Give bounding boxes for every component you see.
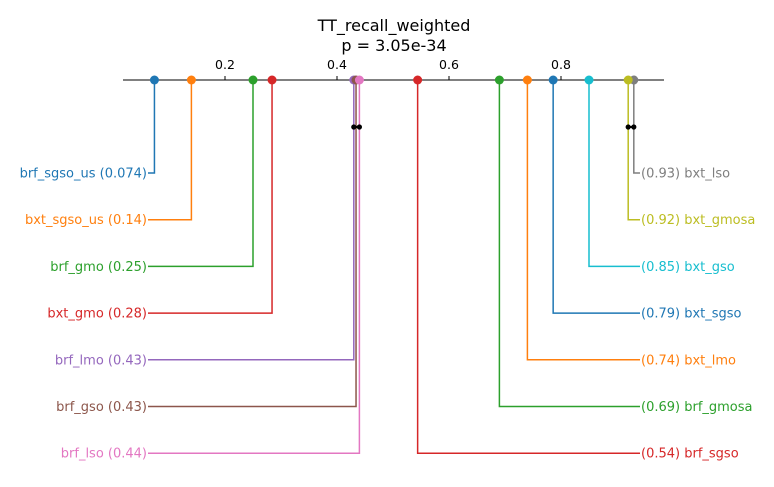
data-point: [248, 75, 258, 85]
clique-bars: [351, 124, 637, 130]
series-points: [149, 75, 639, 85]
data-point: [149, 75, 159, 85]
data-point: [623, 75, 633, 85]
connector-line: [148, 80, 357, 408]
connector-line: [148, 80, 193, 221]
series-label: (0.92) bxt_gmosa: [641, 213, 755, 228]
chart-title: TT_recall_weighted: [317, 16, 471, 36]
data-point: [186, 75, 196, 85]
clique-end: [356, 124, 362, 130]
data-point: [267, 75, 277, 85]
data-point: [354, 75, 364, 85]
clique-end: [625, 124, 631, 130]
series-labels: brf_sgso_us (0.074) bxt_sgso_us (0.14) brf…: [20, 167, 756, 462]
axis-ticks: 0.2 0.4 0.6 0.8: [215, 57, 571, 80]
series-label: brf_gmo (0.25): [50, 260, 147, 275]
connector-line: [148, 80, 355, 361]
clique-end: [631, 124, 637, 130]
chart-subtitle: p = 3.05e-34: [341, 36, 446, 55]
series-label: bxt_gmo (0.28): [47, 307, 147, 322]
connector-line: [148, 80, 254, 268]
connector-line: [526, 80, 640, 361]
axis-tick-label: 0.8: [551, 57, 571, 72]
connector-line: [633, 80, 640, 174]
connector-line: [148, 80, 361, 454]
connector-line: [498, 80, 640, 408]
series-label: (0.79) bxt_sgso: [641, 307, 742, 322]
data-point: [548, 75, 558, 85]
connector-line: [148, 80, 273, 314]
connector-line: [416, 80, 640, 454]
series-label: brf_lso (0.44): [61, 447, 147, 462]
series-label: (0.54) brf_sgso: [641, 447, 739, 462]
series-label: (0.85) bxt_gso: [641, 260, 735, 275]
series-label: brf_sgso_us (0.074): [20, 167, 147, 182]
connector-line: [552, 80, 640, 314]
series-label: (0.74) bxt_lmo: [641, 353, 736, 368]
series-label: bxt_sgso_us (0.14): [25, 213, 147, 228]
data-point: [584, 75, 594, 85]
connector-line: [588, 80, 640, 268]
data-point: [494, 75, 504, 85]
series-label: brf_lmo (0.43): [55, 353, 147, 368]
series-connectors: [148, 80, 640, 454]
data-point: [522, 75, 532, 85]
series-label: (0.93) bxt_lso: [641, 167, 730, 182]
clique-end: [351, 124, 357, 130]
series-label: brf_gso (0.43): [56, 400, 147, 415]
axis-tick-label: 0.6: [439, 57, 459, 72]
series-label: (0.69) brf_gmosa: [641, 400, 753, 415]
axis-tick-label: 0.4: [327, 57, 347, 72]
axis-tick-label: 0.2: [215, 57, 235, 72]
data-point: [413, 75, 423, 85]
connector-line: [148, 80, 156, 174]
